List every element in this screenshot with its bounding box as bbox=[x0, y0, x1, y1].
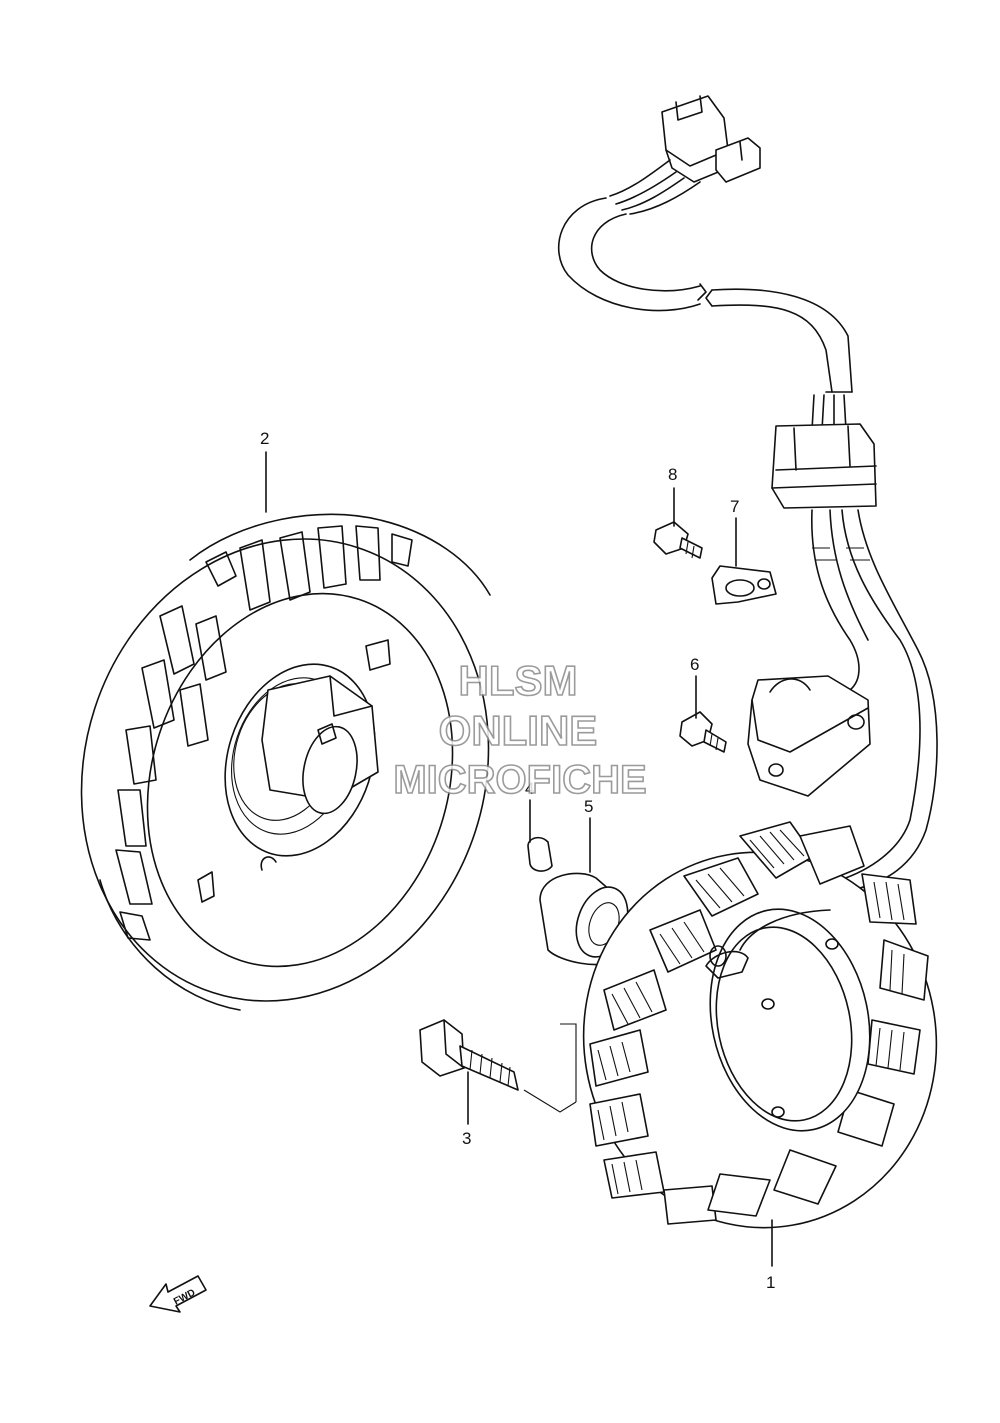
callout-7: 7 bbox=[730, 497, 739, 516]
callout-3: 3 bbox=[462, 1129, 471, 1148]
stator bbox=[582, 821, 938, 1229]
wire-harness bbox=[557, 95, 938, 891]
watermark: HLSM ONLINE MICROFICHE bbox=[393, 656, 648, 803]
callout-5: 5 bbox=[584, 797, 593, 816]
bolt-part-3 bbox=[419, 1019, 577, 1113]
callout-8: 8 bbox=[668, 465, 677, 484]
callout-4: 4 bbox=[525, 779, 534, 798]
pickup-sensor bbox=[747, 675, 871, 797]
stator-coils bbox=[589, 821, 929, 1225]
callout-numbers: 1 2 3 4 5 6 7 8 bbox=[260, 429, 775, 1292]
fwd-arrow: FWD bbox=[149, 1275, 207, 1313]
rotor-flywheel bbox=[80, 513, 491, 1011]
watermark-line-2: ONLINE bbox=[439, 707, 598, 754]
callout-2: 2 bbox=[260, 429, 269, 448]
leader-lines bbox=[265, 451, 773, 1267]
watermark-line-1: HLSM bbox=[459, 657, 578, 704]
key-part-4 bbox=[527, 836, 553, 872]
plate-part-7 bbox=[711, 565, 777, 605]
rim-slots bbox=[115, 525, 413, 941]
block-connector bbox=[771, 423, 877, 509]
callout-1: 1 bbox=[766, 1273, 775, 1292]
watermark-line-3: MICROFICHE bbox=[393, 758, 646, 802]
coupler-connector bbox=[661, 95, 761, 183]
callout-6: 6 bbox=[690, 655, 699, 674]
screw-part-8 bbox=[653, 521, 703, 559]
screw-part-6 bbox=[679, 711, 727, 753]
